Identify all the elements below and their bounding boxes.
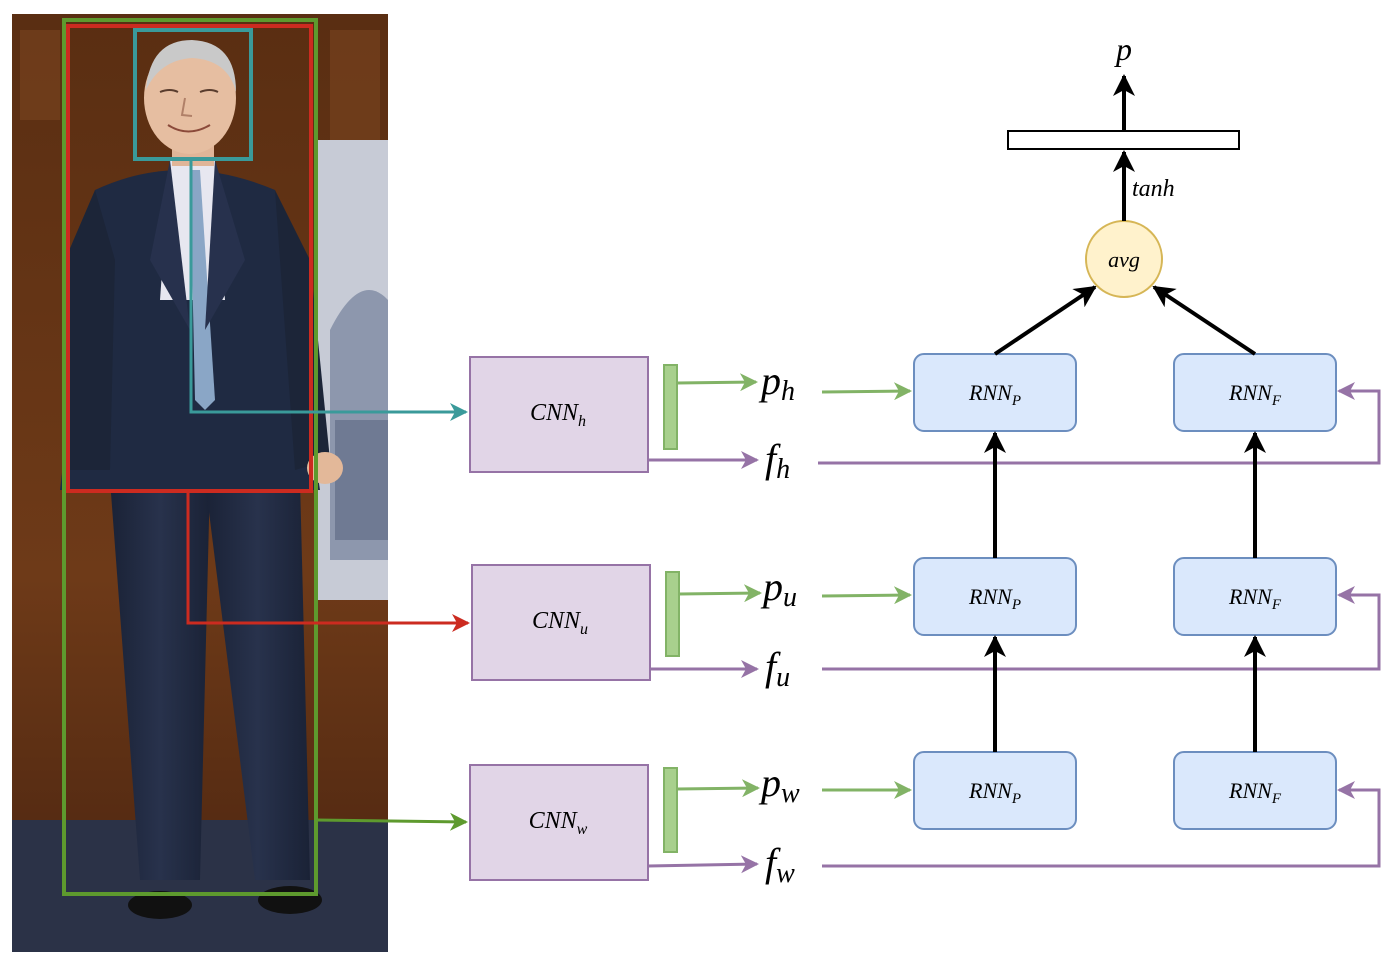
fu-to-rnnf-arrow [822, 586, 1381, 671]
svg-text:avg: avg [1108, 247, 1140, 272]
avg-node: avg [1085, 220, 1163, 298]
cnn-to-fw-arrow [647, 855, 759, 874]
rnn-p-mid: RNNP [913, 557, 1077, 636]
whole-body-box [62, 18, 318, 896]
rnnf-to-avg-arrow [1152, 285, 1257, 356]
cnn-head: CNNh [469, 356, 649, 473]
label-f-h: fh [765, 436, 790, 485]
head-to-cnn-arrow [189, 159, 468, 421]
whole-to-cnn-arrow [315, 812, 468, 831]
output-layer-bar [1007, 130, 1240, 150]
label-p-w: pw [758, 760, 800, 809]
feature-bar-whole [663, 767, 678, 853]
svg-text:RNNF: RNNF [1228, 380, 1282, 409]
fh-to-rnnf-arrow [818, 382, 1381, 465]
cnn-upper: CNNu [471, 564, 651, 681]
head-box [133, 28, 253, 161]
feature-bar-head [663, 364, 678, 450]
ph-to-rnnp-arrow [821, 382, 912, 401]
upper-to-cnn-arrow [186, 491, 470, 632]
svg-text:RNNP: RNNP [968, 584, 1021, 613]
fw-to-rnnf-arrow [822, 781, 1381, 868]
label-p-h: ph [758, 358, 795, 407]
bar-to-pw-arrow [676, 779, 760, 798]
cnn-whole: CNNw [469, 764, 649, 881]
svg-text:RNNF: RNNF [1228, 778, 1282, 807]
rnn-f-mid: RNNF [1173, 557, 1337, 636]
rnnp-to-avg-arrow [993, 285, 1097, 356]
output-label-p: p [1114, 31, 1132, 67]
svg-text:CNNh: CNNh [530, 400, 586, 430]
svg-text:RNNF: RNNF [1228, 584, 1282, 613]
rnn-p-bottom: RNNP [913, 751, 1077, 830]
svg-text:CNNw: CNNw [529, 808, 588, 838]
bar-to-pu-arrow [678, 584, 762, 603]
bar-to-ph-arrow [676, 373, 758, 392]
label-p-u: pu [760, 564, 797, 613]
svg-text:CNNu: CNNu [532, 608, 588, 638]
rnn-p-top: RNNP [913, 353, 1077, 432]
rnn-f-top: RNNF [1173, 353, 1337, 432]
label-f-u: fu [765, 644, 790, 693]
svg-text:RNNP: RNNP [968, 778, 1021, 807]
pu-to-rnnp-arrow [821, 586, 912, 605]
svg-text:RNNP: RNNP [968, 380, 1021, 409]
feature-bar-upper [665, 571, 680, 657]
rnn-f-bottom: RNNF [1173, 751, 1337, 830]
label-f-w: fw [765, 840, 795, 889]
tanh-label: tanh [1132, 176, 1175, 202]
